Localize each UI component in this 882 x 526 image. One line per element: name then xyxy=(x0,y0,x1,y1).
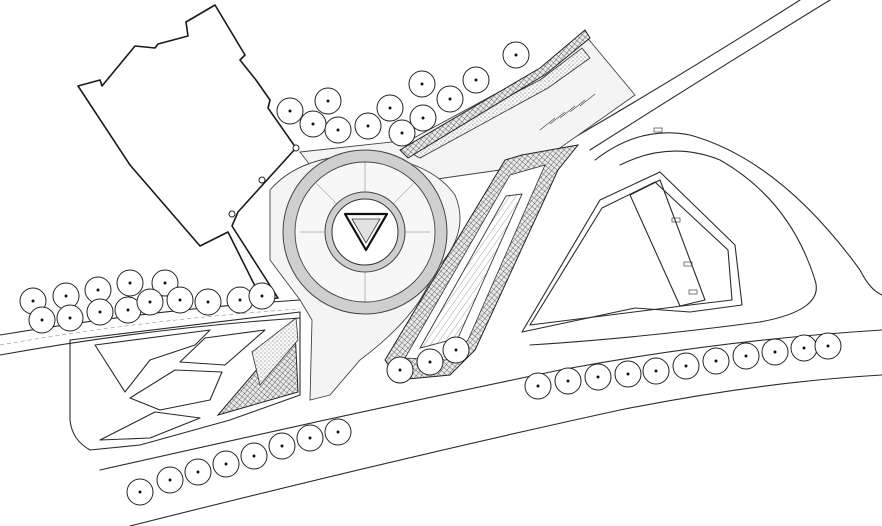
tree-trunk xyxy=(336,128,340,132)
tree-trunk xyxy=(280,444,284,448)
tree-trunk xyxy=(336,430,340,434)
tree-trunk xyxy=(224,462,228,466)
tree-trunk xyxy=(366,124,370,128)
marker xyxy=(258,176,266,184)
trees xyxy=(19,41,842,506)
tree-trunk xyxy=(163,281,167,285)
tree-trunk xyxy=(206,300,210,304)
left-parcel-paving xyxy=(251,317,299,386)
marker xyxy=(292,144,300,152)
tree-trunk xyxy=(98,310,102,314)
tree-trunk xyxy=(311,122,315,126)
tree-trunk xyxy=(398,368,402,372)
right-parcel-inner xyxy=(529,181,733,326)
tree-trunk xyxy=(566,379,570,383)
tree-trunk xyxy=(31,299,35,303)
left-parcel xyxy=(69,311,301,451)
marker xyxy=(228,210,236,218)
tree-trunk xyxy=(288,109,292,113)
tree-trunk xyxy=(714,359,718,363)
tree-trunk xyxy=(68,316,72,320)
tree-trunk xyxy=(96,288,100,292)
tree-trunk xyxy=(238,298,242,302)
tree-trunk xyxy=(196,470,200,474)
parking-lines xyxy=(539,93,596,131)
tree-trunk xyxy=(168,478,172,482)
left-parcel-bed-3 xyxy=(129,369,223,411)
tree-trunk xyxy=(536,384,540,388)
diagonal-planter-core xyxy=(419,193,523,349)
tree-trunk xyxy=(744,354,748,358)
tree-trunk xyxy=(64,294,68,298)
tree-trunk xyxy=(684,364,688,368)
tree-trunk xyxy=(596,375,600,379)
tree-trunk xyxy=(326,99,330,103)
road-edge-left-2 xyxy=(0,317,301,356)
building-footprint xyxy=(77,4,297,301)
road-edge-right-inner xyxy=(529,150,817,346)
tree-trunk xyxy=(626,372,630,376)
tree-trunk xyxy=(138,490,142,494)
tree-trunk xyxy=(388,106,392,110)
tree-trunk xyxy=(428,360,432,364)
right-parcel xyxy=(521,171,743,333)
building-markers xyxy=(228,144,300,218)
tree-trunk xyxy=(126,308,130,312)
tree-trunk xyxy=(421,116,425,120)
tree-trunk xyxy=(474,78,478,82)
right-parcel-building xyxy=(629,179,706,307)
left-parcel-bed-2 xyxy=(179,329,266,366)
tree-trunk xyxy=(128,281,132,285)
road-edge-lower-2 xyxy=(129,374,882,526)
north-promenade-curb xyxy=(399,29,591,159)
tree-trunk xyxy=(400,131,404,135)
road-edge-right xyxy=(594,132,882,296)
right-parcel-markers xyxy=(653,127,698,295)
tree-trunk xyxy=(252,454,256,458)
tree-trunk xyxy=(773,350,777,354)
tree-trunk xyxy=(454,348,458,352)
tree-trunk xyxy=(420,82,424,86)
road-edge-upper xyxy=(589,0,831,151)
road-edge-upper-2 xyxy=(569,0,801,141)
tree-trunk xyxy=(448,97,452,101)
tree-trunk xyxy=(826,344,830,348)
tree-trunk xyxy=(40,318,44,322)
left-parcel-bed-4 xyxy=(99,411,201,441)
triangle-island-inner xyxy=(351,218,381,244)
tree-trunk xyxy=(260,294,264,298)
tree-trunk xyxy=(514,53,518,57)
tree-trunk xyxy=(654,369,658,373)
tree-trunk xyxy=(178,298,182,302)
roundabout-spokes xyxy=(300,162,430,302)
tree-trunk xyxy=(148,300,152,304)
tree-trunk xyxy=(308,436,312,440)
left-parcel-bed-1 xyxy=(94,329,211,393)
tree-trunk xyxy=(802,346,806,350)
